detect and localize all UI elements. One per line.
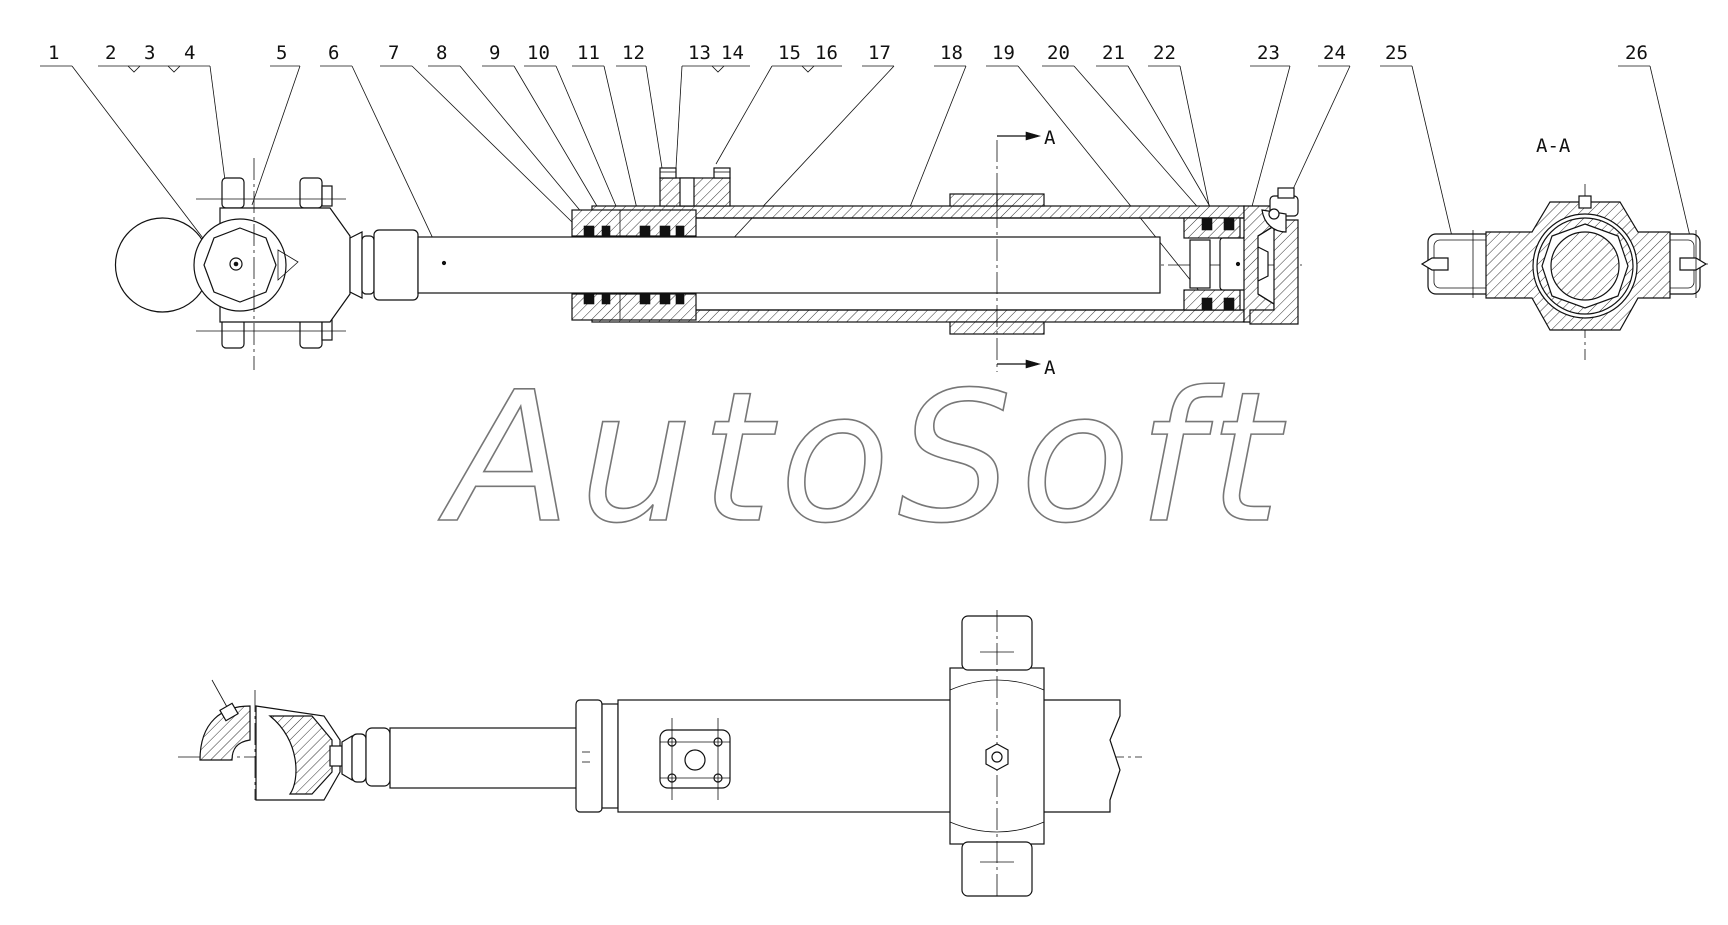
part-number-23: 23 [1257,42,1280,64]
part-number-6: 6 [328,42,339,64]
section-letter-bottom: A [1044,357,1056,379]
fork-end-side [199,679,343,801]
part-number-7: 7 [388,42,399,64]
part-number-26: 26 [1625,42,1648,64]
section-letter-top: A [1044,127,1056,149]
port-flange-plate [659,718,731,800]
part-number-16: 16 [815,42,838,64]
section-view-title: A-A [1536,135,1571,157]
part-number-17: 17 [868,42,891,64]
part-number-18: 18 [940,42,963,64]
part-number-10: 10 [527,42,550,64]
part-number-2: 2 [105,42,116,64]
part-number-22: 22 [1153,42,1176,64]
elbow-fitting [1261,187,1299,233]
part-number-11: 11 [577,42,600,64]
part-number-3: 3 [144,42,155,64]
part-number-14: 14 [721,42,744,64]
part-labels: 1 2 3 4 5 6 7 8 9 10 11 12 13 14 15 16 1… [48,42,1648,64]
rod-end-fork [114,158,351,370]
part-number-13: 13 [688,42,711,64]
part-number-4: 4 [184,42,195,64]
part-number-9: 9 [489,42,500,64]
section-marker [996,131,1042,372]
leader-lines [40,65,1697,305]
bottom-external-view [178,610,1142,900]
top-section-view: A A [114,127,1302,379]
part-number-19: 19 [992,42,1015,64]
part-number-15: 15 [778,42,801,64]
part-number-24: 24 [1323,42,1346,64]
oil-port-flange [659,167,731,207]
part-number-8: 8 [436,42,447,64]
part-number-12: 12 [622,42,645,64]
part-number-21: 21 [1102,42,1125,64]
part-number-25: 25 [1385,42,1408,64]
trunnion-mount [949,610,1045,900]
part-number-5: 5 [276,42,287,64]
section-view-a-a: A-A [1420,135,1710,360]
gland-guide [571,209,697,321]
part-number-20: 20 [1047,42,1070,64]
watermark: AutoSoft [438,354,1288,563]
part-number-1: 1 [48,42,59,64]
